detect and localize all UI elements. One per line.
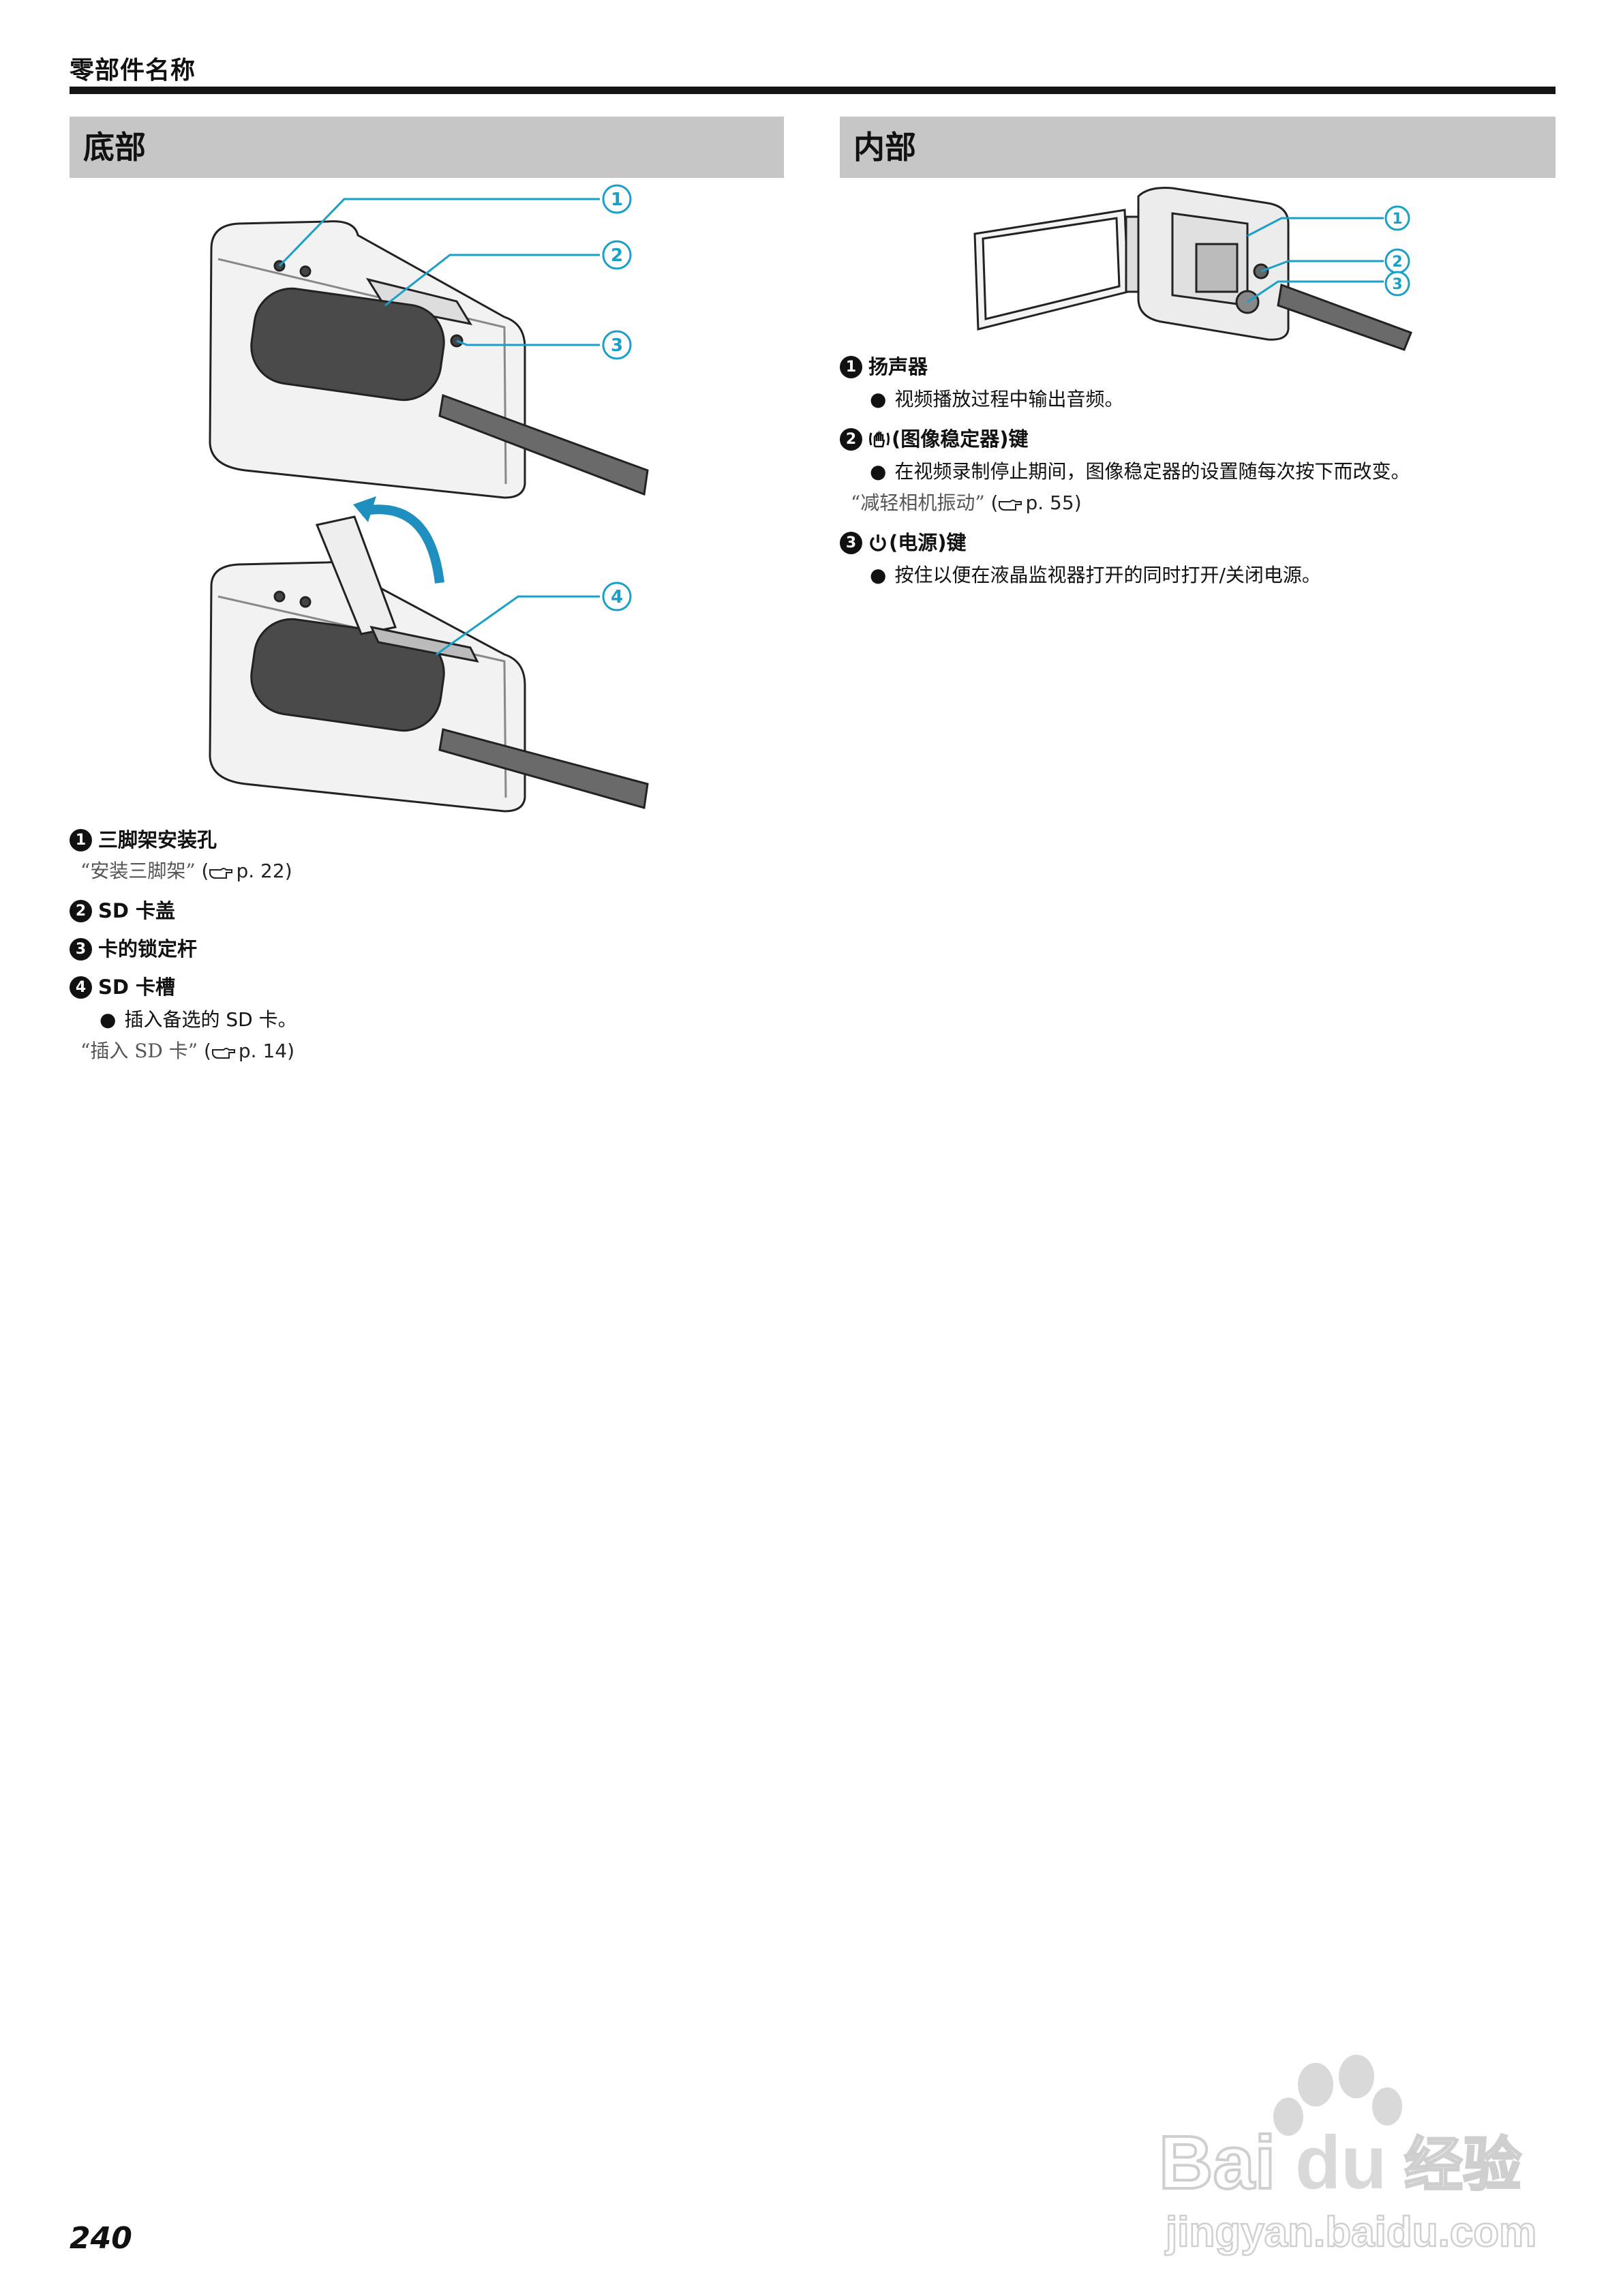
callout-label: 3 bbox=[611, 335, 623, 356]
item-label: 扬声器 bbox=[868, 355, 928, 378]
header-divider bbox=[70, 87, 1556, 94]
bullet-dot: ● bbox=[100, 1008, 117, 1031]
item-label: SD 卡盖 bbox=[98, 899, 176, 922]
cross-reference-insert-sd[interactable]: “插入 SD 卡” (p. 14) bbox=[80, 1040, 295, 1062]
item-card-lock-lever: 3 卡的锁定杆 bbox=[70, 935, 197, 963]
item-image-stabilizer-button: 2 (图像稳定器)键 bbox=[840, 425, 1029, 453]
image-stabilizer-icon bbox=[869, 430, 890, 448]
item-number-badge: 3 bbox=[840, 531, 862, 554]
item-power-button: 3 (电源)键 bbox=[840, 529, 967, 556]
callout-label: 2 bbox=[611, 245, 623, 266]
bullet-text: 在视频录制停止期间，图像稳定器的设置随每次按下而改变。 bbox=[894, 460, 1410, 483]
cross-reference-tripod[interactable]: “安装三脚架” (p. 22) bbox=[80, 860, 292, 882]
watermark-brand-cn: 经验 bbox=[1404, 2131, 1521, 2199]
watermark-brand-a: Bai bbox=[1159, 2121, 1275, 2205]
page-header-title: 零部件名称 bbox=[70, 57, 196, 85]
item-label: (图像稳定器)键 bbox=[892, 427, 1029, 451]
item-description: ● 按住以便在液晶监视器打开的同时打开/关闭电源。 bbox=[870, 562, 1321, 589]
bullet-text: 按住以便在液晶监视器打开的同时打开/关闭电源。 bbox=[894, 564, 1321, 586]
power-icon bbox=[870, 534, 886, 552]
reference-page: p. 14 bbox=[238, 1040, 288, 1062]
camera-interior-illustration: 1 2 3 bbox=[973, 187, 1412, 351]
callout-label: 4 bbox=[611, 587, 623, 607]
item-speaker: 1 扬声器 bbox=[840, 353, 928, 380]
item-sd-card-cover: 2 SD 卡盖 bbox=[70, 897, 175, 924]
callout-label: 1 bbox=[611, 190, 623, 210]
callout-label: 3 bbox=[1392, 276, 1402, 293]
bullet-dot: ● bbox=[870, 388, 887, 410]
item-number-badge: 2 bbox=[70, 899, 92, 922]
item-label: 卡的锁定杆 bbox=[98, 937, 198, 961]
callout-label: 2 bbox=[1392, 254, 1402, 271]
reference-page: p. 22 bbox=[236, 860, 285, 882]
bullet-dot: ● bbox=[870, 564, 887, 586]
cross-reference-reduce-shake[interactable]: “减轻相机振动” (p. 55) bbox=[851, 492, 1082, 514]
open-direction-arrow bbox=[360, 504, 444, 584]
item-number-badge: 2 bbox=[840, 427, 862, 451]
page-number: 240 bbox=[70, 2221, 132, 2256]
bullet-text: 视频播放过程中输出音频。 bbox=[894, 388, 1124, 410]
pointing-hand-icon bbox=[211, 1048, 235, 1059]
pointing-hand-icon bbox=[999, 500, 1022, 511]
camera-bottom-illustration: 1 2 3 4 bbox=[209, 184, 649, 813]
item-label: (电源)键 bbox=[889, 531, 967, 554]
section-heading-interior: 内部 bbox=[840, 117, 1556, 178]
reference-page: p. 55 bbox=[1025, 492, 1074, 514]
reference-title: “插入 SD 卡” bbox=[80, 1040, 198, 1062]
section-heading-bottom: 底部 bbox=[70, 117, 784, 178]
item-label: SD 卡槽 bbox=[98, 976, 176, 999]
reference-title: “减轻相机振动” bbox=[851, 492, 985, 514]
pointing-hand-icon bbox=[209, 868, 233, 879]
camera-bottom-view-closed bbox=[209, 220, 649, 499]
item-label: 三脚架安装孔 bbox=[98, 828, 217, 851]
baidu-jingyan-watermark: Bai du 经验 jingyan.baidu.com bbox=[1157, 2055, 1538, 2256]
item-tripod-mount: 1 三脚架安装孔 bbox=[70, 826, 217, 854]
item-description: ● 插入备选的 SD 卡。 bbox=[100, 1006, 297, 1033]
item-number-badge: 1 bbox=[840, 355, 862, 378]
reference-title: “安装三脚架” bbox=[80, 860, 196, 882]
item-sd-card-slot: 4 SD 卡槽 bbox=[70, 973, 175, 1001]
item-description: ● 在视频录制停止期间，图像稳定器的设置随每次按下而改变。 bbox=[870, 458, 1410, 485]
camera-bottom-view-open bbox=[209, 515, 649, 813]
item-number-badge: 4 bbox=[70, 976, 92, 999]
item-description: ● 视频播放过程中输出音频。 bbox=[870, 386, 1123, 413]
item-number-badge: 3 bbox=[70, 937, 92, 961]
callout-label: 1 bbox=[1392, 211, 1402, 228]
watermark-url: jingyan.baidu.com bbox=[1165, 2209, 1536, 2256]
bullet-text: 插入备选的 SD 卡。 bbox=[124, 1008, 297, 1031]
watermark-brand-b: du bbox=[1295, 2121, 1386, 2205]
item-number-badge: 1 bbox=[70, 828, 92, 851]
bullet-dot: ● bbox=[870, 460, 887, 483]
